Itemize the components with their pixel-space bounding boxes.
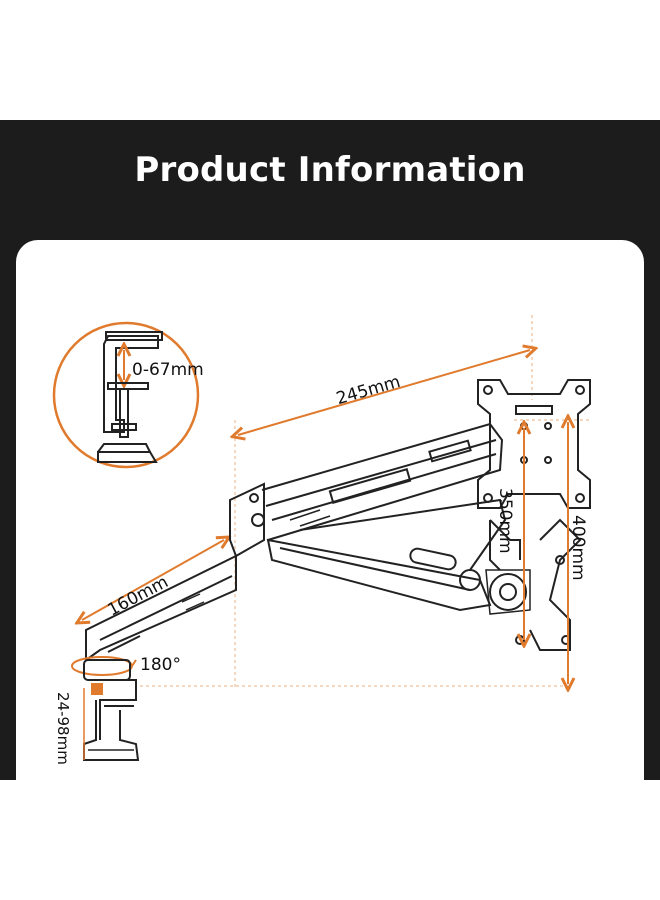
desk-clamp xyxy=(83,659,140,761)
vesa-inner-label: 350mm xyxy=(495,488,515,554)
clamp-thickness-label: 0-67mm xyxy=(132,360,204,380)
elbow-joint xyxy=(229,482,265,558)
top-margin xyxy=(0,0,660,120)
lower-arm-length-label: 160mm xyxy=(104,572,171,620)
desk-thickness-label: 24-98mm xyxy=(54,692,72,765)
upper-arm-dimension-line xyxy=(238,350,530,435)
clamp-detail-icon xyxy=(52,321,200,469)
lower-support-arm xyxy=(266,498,507,612)
rotation-label: 180° xyxy=(140,655,181,675)
vesa-outer-label: 400mm xyxy=(568,515,588,581)
page-title: Product Information xyxy=(134,150,526,190)
bottom-margin xyxy=(0,780,660,900)
upper-arm xyxy=(261,422,504,541)
upper-arm-length-label: 245mm xyxy=(334,372,403,409)
lower-arm-dimension-line xyxy=(82,540,224,620)
lower-arm xyxy=(85,554,237,662)
